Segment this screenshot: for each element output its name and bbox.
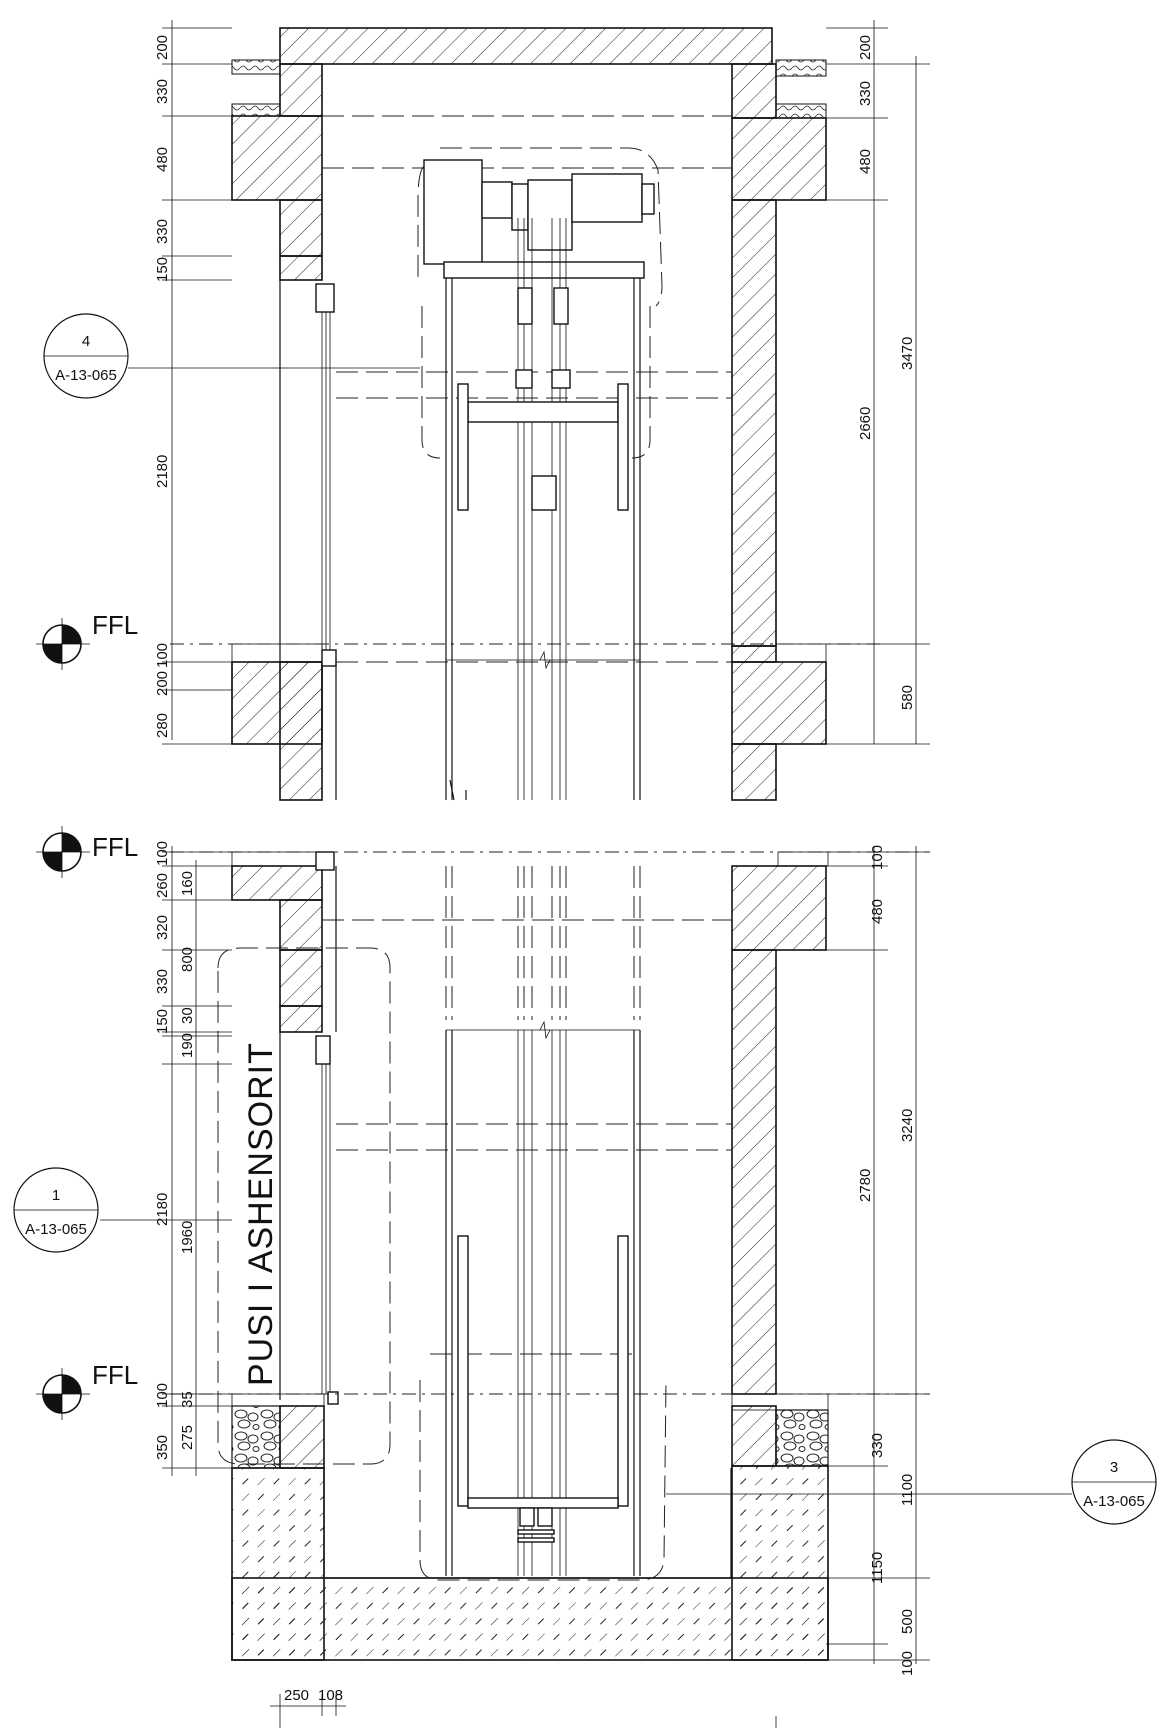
right-gravel-fill bbox=[775, 1409, 829, 1467]
dim-bottom-3: 2950 bbox=[510, 1725, 543, 1728]
ffl-label-1: FFL bbox=[92, 610, 138, 640]
dim-right-lower-4: 2780 bbox=[857, 1169, 874, 1202]
right-beam-lower bbox=[731, 865, 827, 951]
dim-left-upper-6: 2180 bbox=[154, 455, 171, 488]
dim-left-inner-6: 35 bbox=[179, 1391, 196, 1408]
dim-left-upper-3: 480 bbox=[154, 147, 171, 172]
dim-left-upper-1: 200 bbox=[154, 35, 171, 60]
dim-bottom-2: 108 bbox=[318, 1687, 343, 1704]
dim-left-lower-6: 2180 bbox=[154, 1193, 171, 1226]
left-gravel-fill bbox=[231, 1405, 281, 1469]
section-tag-4-sheet: A-13-065 bbox=[55, 367, 117, 384]
ffl-label-2: FFL bbox=[92, 832, 138, 862]
section-tag-3-sheet: A-13-065 bbox=[1083, 1493, 1145, 1510]
ffl-marker-1: FFL bbox=[36, 610, 138, 670]
dim-left-inner-4: 190 bbox=[179, 1033, 196, 1058]
dim-right-lower-8: 500 bbox=[899, 1609, 916, 1634]
section-tag-1-number: 1 bbox=[52, 1187, 60, 1204]
shaft-label: PUSI I ASHENSORIT bbox=[242, 1042, 280, 1386]
left-beam-lower bbox=[231, 865, 323, 901]
ffl-marker-2: FFL bbox=[36, 826, 138, 878]
dim-left-lower-7: 100 bbox=[154, 1383, 171, 1408]
dim-left-inner-1: 160 bbox=[179, 871, 196, 896]
pit-floor-slab bbox=[231, 1577, 829, 1661]
section-tag-4: 4 A-13-065 bbox=[43, 313, 420, 399]
section-tag-4-number: 4 bbox=[82, 333, 90, 350]
dim-left-upper-9: 280 bbox=[154, 713, 171, 738]
dim-right-lower-5: 330 bbox=[869, 1433, 886, 1458]
dim-left-lower-8: 350 bbox=[154, 1435, 171, 1460]
dim-left-lower-4: 330 bbox=[154, 969, 171, 994]
traction-motor bbox=[423, 159, 483, 265]
dim-left-inner-5: 1960 bbox=[179, 1221, 196, 1254]
dimension-lines bbox=[162, 20, 930, 1728]
dim-right-lower-9: 100 bbox=[899, 1651, 916, 1676]
dim-right-lower-2: 480 bbox=[869, 899, 886, 924]
dim-left-lower-5: 150 bbox=[154, 1009, 171, 1034]
dim-right-lower-1: 100 bbox=[869, 845, 886, 870]
dim-left-inner-3: 30 bbox=[179, 1007, 196, 1024]
section-tag-3-number: 3 bbox=[1110, 1459, 1118, 1476]
section-tag-1: 1 A-13-065 bbox=[13, 1167, 232, 1253]
dim-right-lower-3: 3240 bbox=[899, 1109, 916, 1142]
lower-section bbox=[170, 851, 930, 1661]
dim-right-upper-5: 2660 bbox=[857, 407, 874, 440]
dim-left-lower-3: 320 bbox=[154, 915, 171, 940]
section-tag-3: 3 A-13-065 bbox=[666, 1439, 1157, 1525]
dim-left-upper-5: 150 bbox=[154, 257, 171, 282]
left-wall-upper bbox=[279, 63, 323, 117]
upper-section bbox=[170, 27, 880, 801]
dim-right-upper-2: 330 bbox=[857, 81, 874, 106]
dim-left-inner-2: 800 bbox=[179, 947, 196, 972]
ffl-marker-3: FFL bbox=[36, 1360, 138, 1420]
left-beam-upper bbox=[231, 115, 323, 201]
dim-bottom-1: 250 bbox=[284, 1687, 309, 1704]
dim-left-lower-2: 260 bbox=[154, 873, 171, 898]
right-beam-upper bbox=[731, 117, 827, 201]
car-crosshead bbox=[467, 401, 619, 423]
dim-right-upper-1: 200 bbox=[857, 35, 874, 60]
right-wall-upper bbox=[731, 63, 777, 119]
dim-right-upper-4: 3470 bbox=[899, 337, 916, 370]
dim-left-upper-4: 330 bbox=[154, 219, 171, 244]
dim-left-inner-7: 275 bbox=[179, 1425, 196, 1450]
lower-rails bbox=[445, 866, 641, 1576]
ffl-label-3: FFL bbox=[92, 1360, 138, 1390]
dim-right-lower-6: 1100 bbox=[899, 1474, 916, 1506]
section-tag-1-sheet: A-13-065 bbox=[25, 1221, 87, 1238]
roof-slab bbox=[279, 27, 773, 65]
dim-right-upper-6: 580 bbox=[899, 685, 916, 710]
dim-right-lower-7: 1150 bbox=[869, 1552, 886, 1584]
dim-left-lower-1: 100 bbox=[154, 841, 171, 866]
dim-left-upper-7: 100 bbox=[154, 643, 171, 668]
dim-right-upper-3: 480 bbox=[857, 149, 874, 174]
dim-left-upper-2: 330 bbox=[154, 79, 171, 104]
dim-left-upper-8: 200 bbox=[154, 671, 171, 696]
